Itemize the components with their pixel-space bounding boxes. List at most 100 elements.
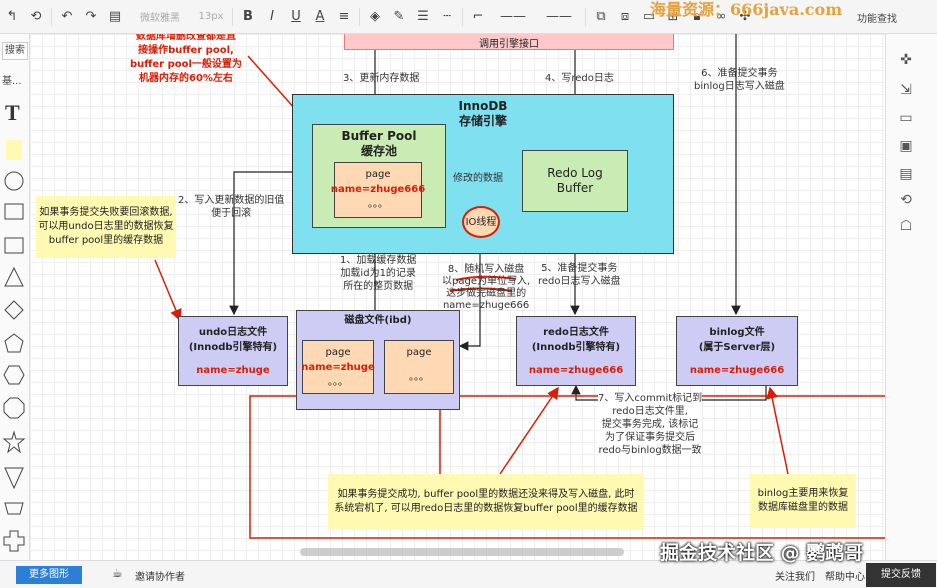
divider	[232, 7, 233, 26]
toolbar: ↰ ⟲ ↶ ↷ ▤ 微软雅黑 13px B I U A ≡ ◈ ✎ ☰ ┄ ⌐ …	[0, 0, 937, 34]
underline-button[interactable]: U	[291, 9, 301, 24]
disk-page-2-title: page	[406, 347, 432, 358]
circle-shape-icon	[4, 171, 24, 191]
binlog-name-value: name=zhuge666	[689, 364, 785, 376]
line-start-icon[interactable]: ——	[500, 9, 526, 24]
group-icon[interactable]: ⊞	[667, 9, 679, 24]
step4-label: 4、写redo日志	[545, 73, 614, 84]
font-color-button[interactable]: A	[315, 9, 325, 24]
hexagon-shape-icon	[3, 365, 25, 385]
back-icon[interactable]: ↰	[6, 9, 18, 24]
italic-button[interactable]: I	[270, 9, 274, 24]
disk-page-1[interactable]: page name=zhuge 。。。	[301, 340, 375, 394]
fill-color-icon[interactable]: ◈	[370, 9, 380, 24]
format-icon[interactable]: ▣	[899, 138, 913, 154]
divider	[359, 7, 360, 26]
binlog-box-subtitle: (属于Server层)	[698, 341, 776, 353]
shape-panel: 搜索 基... T	[0, 34, 30, 560]
disk-page-2[interactable]: page 。。。	[384, 340, 454, 394]
binlog-box-title: binlog文件	[709, 326, 765, 338]
binlog-file-box[interactable]: binlog文件 (属于Server层) name=zhuge666	[676, 316, 798, 386]
line-style-icon[interactable]: ┄	[443, 9, 451, 24]
trapezoid-shape-icon	[4, 502, 24, 515]
undo-icon[interactable]: ↶	[61, 9, 73, 24]
pentagon-shape-icon	[4, 333, 24, 353]
divider	[51, 7, 52, 26]
lock-icon[interactable]: 🔒︎	[693, 9, 701, 24]
juejin-watermark: 掘金技术社区 @ 鹦鹉哥	[660, 542, 864, 564]
innodb-title: InnoDB	[458, 99, 508, 113]
inverted-triangle-shape-icon	[4, 467, 24, 490]
disk-page-1-title: page	[325, 346, 351, 358]
buffer-pool-title: Buffer Pool	[341, 129, 417, 143]
bold-button[interactable]: B	[243, 9, 253, 24]
basic-shapes-category[interactable]: 基...	[2, 76, 22, 87]
format-painter-icon[interactable]: ⟲	[30, 9, 42, 24]
java-icon: ☕	[112, 566, 123, 580]
align-icon[interactable]: ≡	[338, 9, 350, 24]
align-objects-icon[interactable]: ▭	[642, 9, 656, 24]
submit-feedback-button[interactable]: 提交反馈	[866, 563, 936, 587]
function-search-button[interactable]: 功能查找	[857, 14, 897, 25]
diamond-shape-icon	[4, 300, 24, 320]
line-end-icon[interactable]: ——	[546, 9, 572, 24]
redo-buffer-subtitle: Buffer	[556, 181, 594, 195]
undo-log-file-box[interactable]: undo日志文件 (Innodb引擎特有) name=zhuge	[178, 316, 288, 386]
line-color-icon[interactable]: ✎	[393, 9, 405, 24]
cursor-icon[interactable]: ⇲	[900, 82, 912, 98]
arrow-random-write	[458, 238, 481, 351]
horizontal-scrollbar[interactable]	[300, 548, 624, 556]
recovery-highlight-box	[249, 395, 885, 539]
redo-buffer-title: Redo Log	[547, 166, 603, 180]
redo-name-value: name=zhuge666	[528, 364, 624, 376]
help-center-link[interactable]: 帮助中心	[825, 572, 865, 583]
io-thread-circle[interactable]: IO线程	[462, 206, 500, 238]
font-size-select[interactable]: 13px	[198, 11, 224, 22]
invite-collaborator-button[interactable]: 邀请协作者	[135, 572, 185, 583]
redo-recovery-note[interactable]: 如果事务提交成功, buffer pool里的数据还没来得及写入磁盘, 此时 系…	[328, 474, 644, 530]
undo-box-subtitle: (Innodb引擎特有)	[188, 341, 278, 353]
front-icon[interactable]: ⧉	[596, 9, 606, 24]
magic-icon[interactable]: ✣	[739, 9, 751, 24]
font-family-select[interactable]: 微软雅黑	[140, 13, 180, 24]
redo-box-subtitle: (Innodb引擎特有)	[531, 341, 621, 353]
shape-list: T	[2, 100, 26, 552]
triangle-shape-icon	[4, 266, 24, 287]
buffer-pool-page[interactable]: page name=zhuge666 。。。	[330, 162, 426, 218]
executor-label: 调用引擎接口	[479, 38, 539, 50]
undo-box-title: undo日志文件	[198, 326, 268, 338]
diagram-canvas[interactable]: 调用引擎接口 数据库增删改查都是直 接操作buffer pool, buffer…	[30, 34, 885, 560]
shape-search-input[interactable]: 搜索	[2, 42, 28, 60]
innodb-subtitle: 存储引擎	[458, 114, 507, 128]
connector-icon[interactable]: ⌐	[472, 9, 484, 24]
redo-icon[interactable]: ↷	[85, 9, 97, 24]
disk-page-2-dots: 。。。	[409, 372, 429, 383]
style-icon[interactable]: ▤	[108, 9, 122, 24]
more-shapes-button[interactable]: 更多图形	[16, 566, 82, 584]
red-arrow-to-binlog	[766, 386, 789, 475]
buffer-pool-subtitle: 缓存池	[360, 144, 397, 158]
redo-log-file-box[interactable]: redo日志文件 (Innodb引擎特有) name=zhuge666	[516, 316, 636, 386]
undo-rollback-note[interactable]: 如果事务提交失败要回滚数据, 可以用undo日志里的数据恢复 buffer po…	[36, 196, 176, 258]
follow-us-link[interactable]: 关注我们	[775, 572, 815, 583]
document-icon[interactable]: ▤	[899, 166, 913, 182]
cross-shape-icon	[3, 530, 25, 552]
arrow-undo-write	[229, 171, 292, 316]
red-arrow-to-redo	[499, 386, 559, 475]
page-icon[interactable]: ▭	[899, 110, 913, 126]
line-width-icon[interactable]: ☰	[417, 9, 429, 24]
redo-log-buffer-box[interactable]: Redo Log Buffer	[522, 150, 628, 212]
history-icon[interactable]: ⟲	[900, 192, 912, 208]
underline-page-unit	[449, 287, 513, 292]
right-tool-panel: ✜ ⇲ ▭ ▣ ▤ ⟲ ☖	[885, 34, 937, 560]
step2-label: 2、写入更新数据的旧值 便于回滚	[178, 195, 285, 219]
link-icon[interactable]: ∞	[715, 9, 727, 24]
back-layer-icon[interactable]: ⧈	[620, 9, 630, 24]
binlog-recovery-note[interactable]: binlog主要用来恢复 数据库磁盘里的数据	[750, 474, 856, 528]
buffer-pool-red-note: 数据库增删改查都是直 接操作buffer pool, buffer pool一般…	[130, 34, 242, 84]
executor-box[interactable]: 调用引擎接口	[344, 34, 674, 50]
disk-box-title: 磁盘文件(ibd)	[344, 315, 412, 326]
page-name-value: name=zhuge666	[330, 184, 426, 195]
comment-icon[interactable]: ☖	[899, 218, 913, 234]
compass-icon[interactable]: ✜	[900, 52, 912, 68]
